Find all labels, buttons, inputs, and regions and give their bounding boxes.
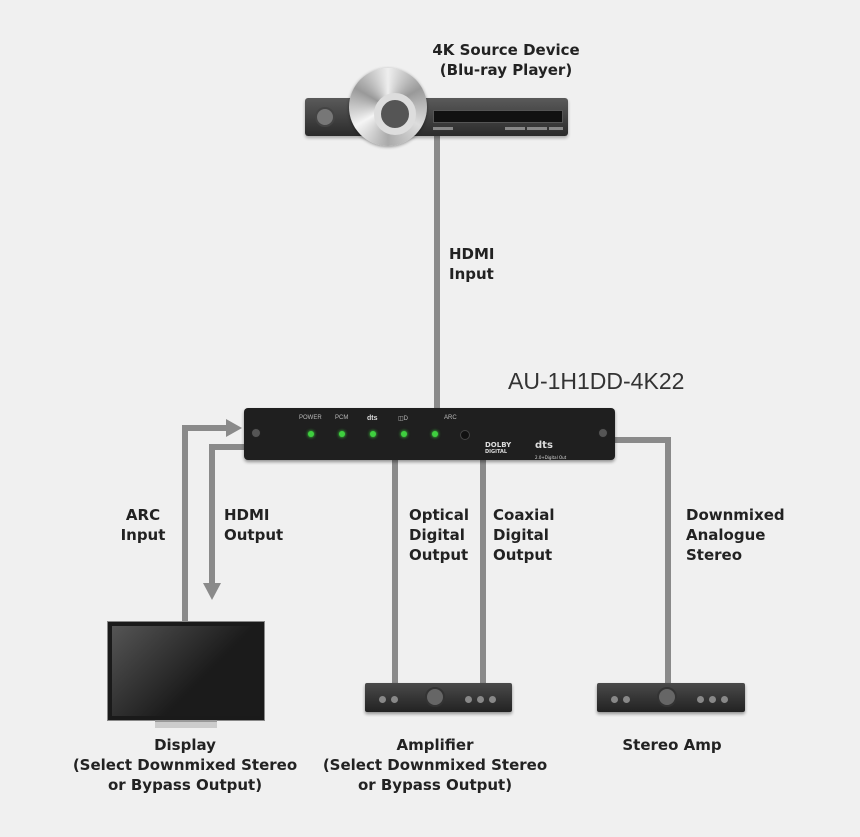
display-line3: or Bypass Output)	[107, 776, 263, 794]
analogue-cable-horizontal	[615, 437, 671, 443]
dolby-logo-sub: DIGITAL	[485, 449, 508, 455]
arc-input-line1: ARC	[125, 506, 161, 524]
amp-button	[697, 696, 704, 703]
led-label-arc: ARC	[444, 415, 457, 421]
led-label-power: POWER	[299, 415, 322, 421]
amp-button	[391, 696, 398, 703]
hdmi-output-line2: Output	[224, 526, 284, 544]
amp-button	[379, 696, 386, 703]
amplifier-label: Amplifier (Select Downmixed Stereo or By…	[305, 735, 565, 795]
hdmi-input-cable	[434, 136, 440, 408]
pcm-led	[339, 431, 345, 437]
dpad-icon	[315, 107, 335, 127]
hdmi-input-label: HDMI Input	[449, 244, 495, 284]
disc-icon	[349, 68, 427, 146]
amp-button	[465, 696, 472, 703]
coaxial-cable	[480, 460, 486, 683]
optical-cable	[392, 460, 398, 683]
coaxial-line2: Digital	[493, 526, 549, 544]
coaxial-line3: Output	[493, 546, 553, 564]
display-tv	[107, 621, 265, 721]
amp-button	[709, 696, 716, 703]
hdmi-output-cable-horizontal	[209, 444, 245, 450]
tv-stand	[155, 720, 217, 728]
downmixed-line3: Stereo	[686, 546, 743, 564]
amplifier-device	[365, 683, 512, 712]
hdmi-output-line1: HDMI	[224, 506, 270, 524]
player-button	[527, 127, 547, 130]
amplifier-line2: (Select Downmixed Stereo	[322, 756, 548, 774]
downmixed-line1: Downmixed	[686, 506, 785, 524]
dts-logo-text: dts	[535, 440, 553, 451]
screw-icon	[598, 428, 608, 438]
volume-knob-icon	[425, 687, 445, 707]
dts-led	[370, 431, 376, 437]
coaxial-line1: Coaxial	[493, 506, 555, 524]
dolby-led	[401, 431, 407, 437]
model-name: AU-1H1DD-4K22	[508, 368, 685, 394]
arc-led	[432, 431, 438, 437]
downmixed-label: Downmixed Analogue Stereo	[686, 505, 785, 565]
arc-arrow-icon	[226, 419, 242, 437]
analogue-cable-vertical	[665, 437, 671, 683]
dts-logo: dts 2.0+Digital Out	[535, 439, 566, 462]
stereo-amp-label: Stereo Amp	[572, 735, 772, 755]
downmixed-line2: Analogue	[686, 526, 766, 544]
power-led	[308, 431, 314, 437]
screw-icon	[251, 428, 261, 438]
led-label-dolby: ◫D	[398, 416, 409, 422]
source-label: 4K Source Device (Blu-ray Player)	[400, 40, 612, 80]
led-label-pcm: PCM	[335, 415, 349, 421]
amp-button	[721, 696, 728, 703]
player-button	[505, 127, 525, 130]
hdmi-output-label: HDMI Output	[224, 505, 283, 545]
optical-line1: Optical	[409, 506, 469, 524]
arc-input-cable-vertical	[182, 425, 188, 622]
optical-label: Optical Digital Output	[409, 505, 469, 565]
arc-button[interactable]	[460, 430, 470, 440]
dts-logo-sub: 2.0+Digital Out	[535, 455, 567, 460]
dolby-logo-text: DOLBY	[485, 441, 512, 449]
blu-ray-player	[305, 98, 568, 136]
arc-input-label: ARC Input	[110, 505, 176, 545]
hdmi-output-cable-vertical	[209, 444, 215, 584]
stereo-amp-line1: Stereo Amp	[622, 736, 722, 754]
hdmi-input-line2: Input	[449, 265, 494, 283]
player-button	[433, 127, 453, 130]
display-line2: (Select Downmixed Stereo	[72, 756, 298, 774]
amp-button	[489, 696, 496, 703]
source-title: 4K Source Device	[432, 41, 580, 59]
led-label-dts: dts	[367, 415, 378, 422]
stereo-amp-device	[597, 683, 745, 712]
coaxial-label: Coaxial Digital Output	[493, 505, 555, 565]
volume-knob-icon	[657, 687, 677, 707]
amp-button	[477, 696, 484, 703]
amplifier-line3: or Bypass Output)	[357, 776, 513, 794]
arc-input-cable-horizontal	[182, 425, 228, 431]
source-subtitle: (Blu-ray Player)	[439, 61, 573, 79]
optical-line2: Digital	[409, 526, 465, 544]
amp-button	[623, 696, 630, 703]
display-label: Display (Select Downmixed Stereo or Bypa…	[55, 735, 315, 795]
arc-input-line2: Input	[120, 526, 166, 544]
amplifier-line1: Amplifier	[396, 736, 474, 754]
disc-slot	[433, 110, 563, 123]
hdmi-input-line1: HDMI	[449, 245, 495, 263]
player-button	[549, 127, 563, 130]
optical-line3: Output	[409, 546, 469, 564]
display-line1: Display	[154, 736, 216, 754]
hdmi-output-arrow-icon	[203, 583, 221, 600]
amp-button	[611, 696, 618, 703]
